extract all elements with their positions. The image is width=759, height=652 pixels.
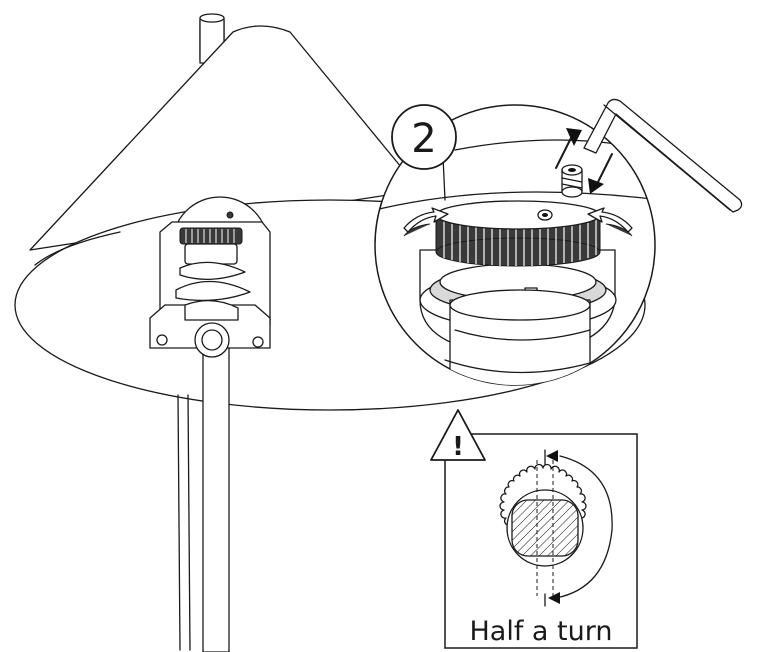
warning-triangle-icon: ! xyxy=(430,409,486,462)
half-turn-illustration xyxy=(499,449,613,607)
half-turn-caption: Half a turn xyxy=(469,616,612,647)
allen-key-icon xyxy=(583,98,743,213)
arrow-down-icon xyxy=(588,153,613,194)
rotate-clockwise-icon xyxy=(587,207,633,237)
step-number: 2 xyxy=(411,116,436,162)
warning-symbol: ! xyxy=(452,432,464,462)
grub-screw xyxy=(561,164,583,198)
step-number-badge: 2 xyxy=(391,104,457,170)
lamp-socket-small xyxy=(149,196,271,358)
warning-panel: ! Half a turn xyxy=(430,409,638,649)
rotate-counterclockwise-icon xyxy=(403,207,449,237)
arrow-up-icon xyxy=(555,128,582,169)
zoom-detail: 2 xyxy=(374,98,743,386)
